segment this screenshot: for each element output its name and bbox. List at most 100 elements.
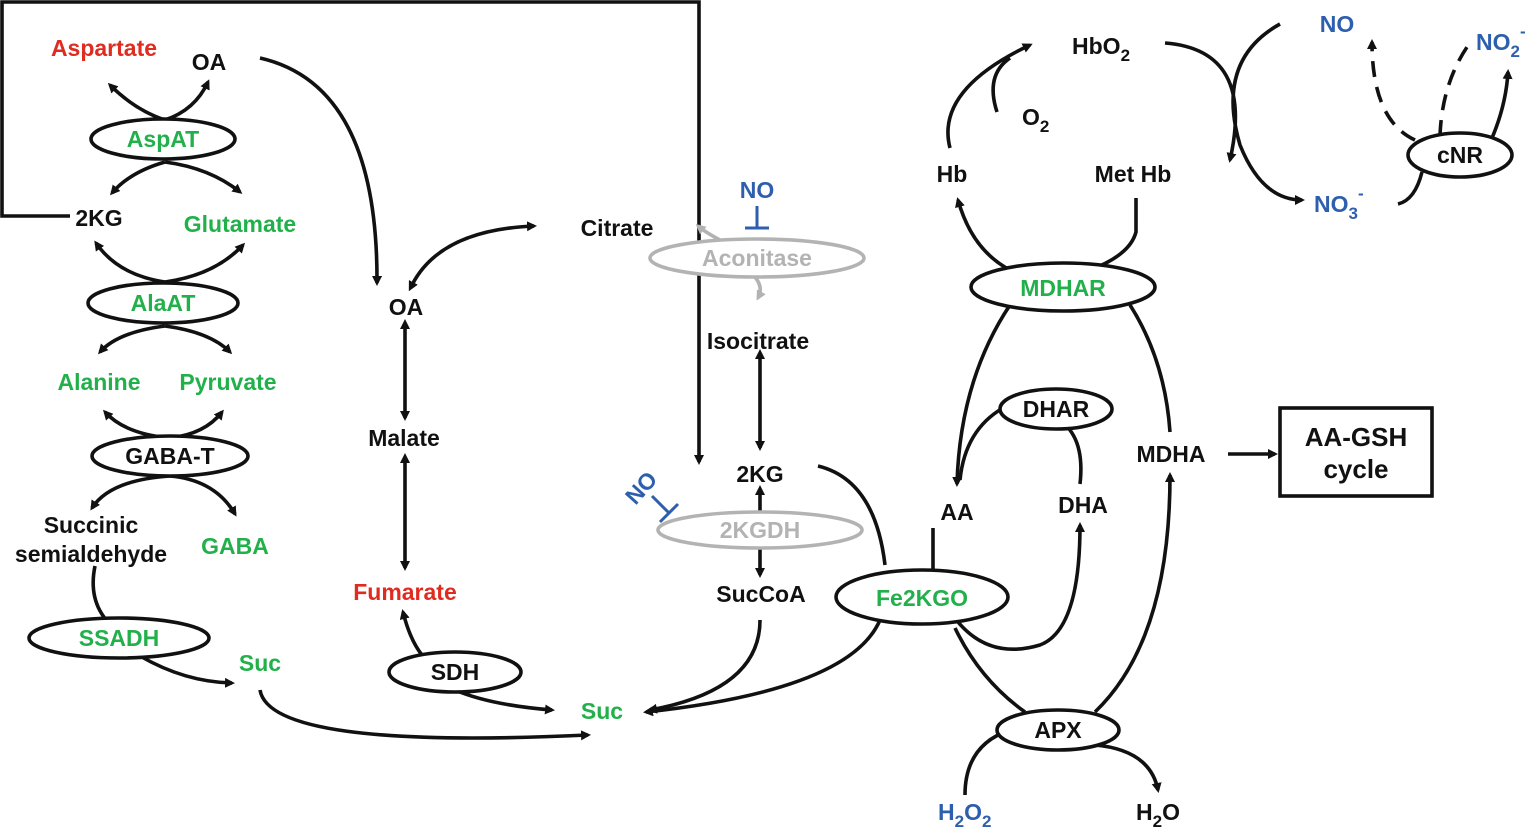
edge-no-2kgdh-inhibit [650,494,680,524]
edge-alaat-to-pyruvate [164,324,233,355]
edge-succoa-to-suc [647,619,762,714]
no2-label: NO2- [1476,22,1526,61]
hbo2-label: HbO2 [1072,33,1130,65]
edge-suc-left-to-suc [258,689,591,741]
edge-gabat-to-gaba [169,474,237,517]
edge-mdha-to-mdhar [1128,304,1172,433]
suc-left-label: Suc [239,650,281,676]
isocitrate-label: Isocitrate [707,328,809,354]
cnr-label: cNR [1437,142,1483,168]
edge-hbo2-to-methb [1164,41,1238,163]
aconitase-label: Aconitase [702,245,812,271]
edge-mdhar-to-aa [952,304,1012,487]
edge-cnr-to-no [1367,39,1416,142]
kgdh-node [656,510,864,550]
mdha-label: MDHA [1137,441,1206,467]
h2o-label: H2O [1136,799,1180,831]
edge-gabat-to-pyruvate [169,409,224,440]
edge-dha-to-dhar [1060,420,1083,485]
aa-label: AA [940,499,973,525]
edges [0,0,1513,796]
edge-mdhar-to-hb [955,197,1011,272]
fumarate-label: Fumarate [353,579,457,605]
alaat-label: AlaAT [131,290,196,316]
edge-fe2kgo-to-dha [956,522,1085,652]
ssadh-node [27,616,211,660]
edge-apx-to-h2o [1094,743,1162,793]
edge-aspat-to-aspartate [107,82,166,122]
edge-o2-join [991,56,1012,113]
edge-alaat-to-2kg [94,240,166,284]
edge-gabat-to-succinic [90,474,171,511]
semialdehyde-label: semialdehyde [15,541,167,567]
aspat-label: AspAT [127,126,199,152]
aagsh-box [1278,406,1434,498]
fe2kgo-node [834,568,1010,626]
edge-apx-to-mdha [1093,472,1175,714]
edge-methb-to-mdhar [1089,198,1138,272]
edge-cnr-to-no2 [1490,69,1513,139]
methb-label: Met Hb [1095,161,1172,187]
no-right-label: NO [1320,11,1355,37]
h2o2-label: H2O2 [938,799,991,831]
no-aconitase-label: NO [740,177,775,203]
edge-cnr-to-no2-dashed [1438,38,1474,137]
dhar-label: DHAR [1023,396,1090,422]
edge-aspat-to-oa [164,79,210,122]
oa-top-label: OA [192,49,227,75]
edge-aconitase-to-citrate [695,224,721,242]
edge-2kg-to-fe2kgo [817,464,887,566]
hb-label: Hb [937,161,968,187]
metabolites: Aspartate OA 2KG Glutamate Alanine Pyruv… [15,11,1526,831]
edge-fe2kgo-to-apx [953,627,1027,714]
sdh-label: SDH [431,659,480,685]
apx-label: APX [1034,717,1082,743]
kgdh-label: 2KGDH [720,517,801,543]
fe2kgo-label: Fe2KGO [876,585,968,611]
edge-hb-to-hbo2 [946,43,1033,149]
succinic-label: Succinic [44,512,139,538]
glutamate-label: Glutamate [184,211,296,237]
citrate-label: Citrate [581,215,654,241]
gabat-node [90,434,250,478]
gabat-label: GABA-T [125,443,214,469]
edge-aspat-to-2kg [110,160,166,196]
oa-tca-label: OA [389,294,424,320]
pyruvate-label: Pyruvate [179,369,276,395]
gaba-label: GABA [201,533,269,559]
dha-label: DHA [1058,492,1108,518]
edge-2kg-bracket [0,0,704,465]
edge-no-aconitase-inhibit [745,206,769,230]
aagsh-line1: AA-GSH [1305,422,1408,452]
edge-fe2kgo-to-suc [643,619,882,717]
apx-node [995,708,1121,752]
aspat-node [89,117,237,161]
alaat-node [86,281,240,325]
edge-gabat-to-alanine [102,409,171,440]
ssadh-label: SSADH [79,625,160,651]
sdh-node [387,650,523,694]
suc-label: Suc [581,698,623,724]
edge-oa-to-oa [259,56,383,286]
2kg-tca-label: 2KG [736,461,783,487]
edge-alaat-to-alanine [97,324,166,355]
enzymes: AspAT AlaAT GABA-T SSADH SDH Aconitase 2… [27,117,1514,752]
edge-no3-to-cnr [1397,171,1424,206]
edge-ssadh-to-suc [139,654,235,688]
no3-label: NO3- [1314,184,1364,223]
mdhar-node [969,261,1157,313]
succoa-label: SucCoA [716,581,805,607]
cnr-node [1406,131,1514,179]
edge-dhar-to-aa [958,406,1004,481]
alanine-label: Alanine [57,369,140,395]
edge-ssa-to-ssadh [91,565,110,624]
edge-aspat-to-glutamate [164,160,243,194]
aconitase-node [648,237,866,279]
mdhar-label: MDHAR [1020,275,1106,301]
edge-oa-citrate [408,221,537,292]
aspartate-label: Aspartate [51,35,157,61]
aagsh-line2: cycle [1323,454,1388,484]
o2-label: O2 [1022,104,1049,136]
